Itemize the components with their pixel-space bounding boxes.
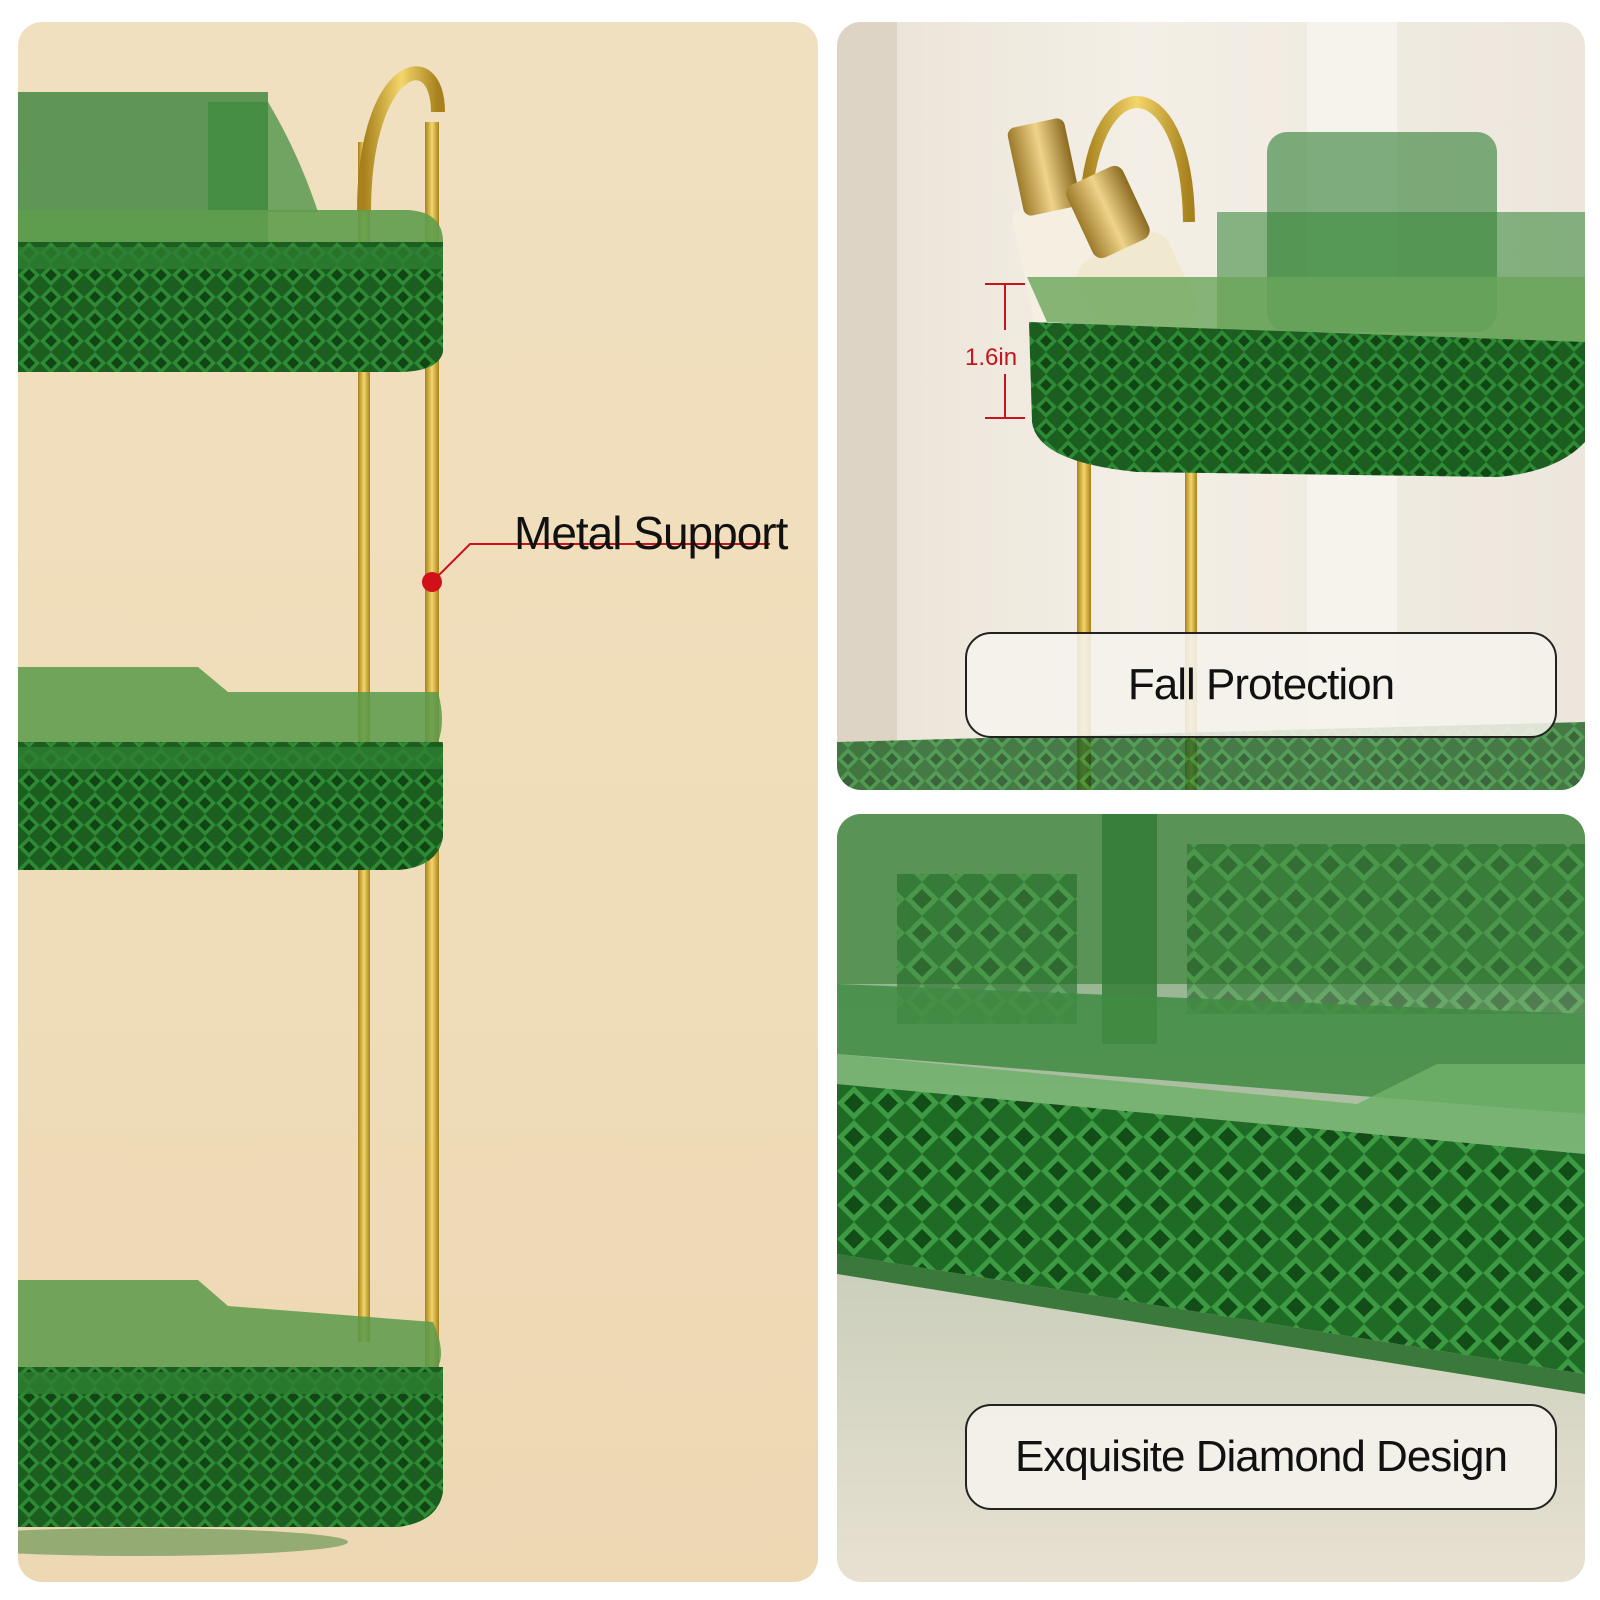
middle-tray	[18, 667, 443, 870]
metal-handle-arch	[357, 66, 445, 213]
metal-support-label: Metal Support	[514, 507, 788, 559]
metal-support-callout-dot	[422, 572, 442, 592]
diamond-design-illustration	[837, 814, 1585, 1394]
organizer-illustration	[18, 66, 770, 1556]
metal-handle-arch	[1079, 96, 1195, 223]
metal-support-callout-line	[431, 543, 770, 583]
height-dimension-label: 1.6in	[965, 344, 1018, 371]
left-product-panel: Metal Support	[18, 22, 818, 1582]
fall-protection-illustration	[837, 22, 1585, 790]
fall-protection-panel: 1.6in Fall Protection	[837, 22, 1585, 790]
bottom-tray	[18, 1280, 443, 1556]
diamond-design-panel: Exquisite Diamond Design	[837, 814, 1585, 1582]
fall-protection-label: Fall Protection	[965, 632, 1557, 738]
tray-diamond-texture	[837, 1084, 1585, 1374]
top-tray	[18, 92, 443, 372]
top-tray-closeup	[837, 132, 1585, 790]
height-dimension-marker	[985, 283, 1025, 419]
diamond-design-label: Exquisite Diamond Design	[965, 1404, 1557, 1510]
